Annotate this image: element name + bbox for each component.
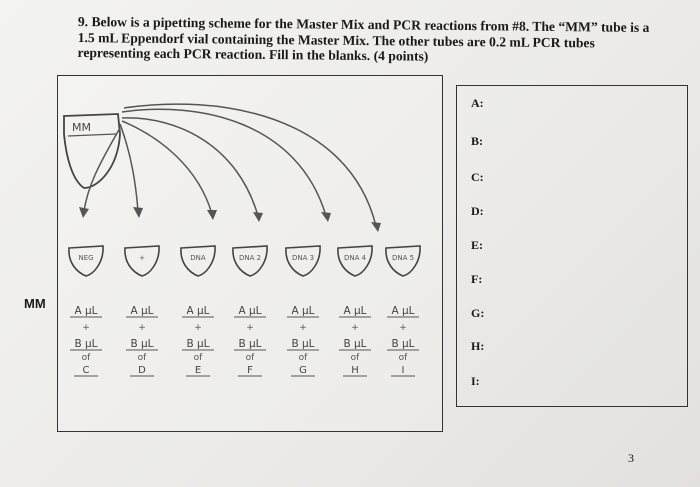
pcr-tube-label: DNA 5 <box>392 254 414 262</box>
arrow-5 <box>121 108 327 217</box>
arrow-2 <box>119 123 139 212</box>
of-label: of <box>399 353 409 363</box>
arrow-3 <box>121 120 213 215</box>
mm-tube: MM <box>63 113 121 189</box>
answer-label-3: D: <box>471 204 484 218</box>
of-label: of <box>299 353 309 363</box>
transfer-arrows <box>83 103 377 227</box>
reagent-letter: I <box>402 365 405 376</box>
volume-a-label: A µL <box>343 305 366 317</box>
reagent-letter: E <box>195 365 201 376</box>
pcr-tube-2: + A µL + B µL ofD <box>124 245 160 377</box>
pcr-tube-outline <box>337 245 373 277</box>
answer-label-8: I: <box>471 374 480 388</box>
volume-a-label: A µL <box>238 305 261 317</box>
plus-sign: + <box>194 323 202 333</box>
reagent-letter: H <box>351 365 359 376</box>
pcr-tube-1: NEG A µL + B µL ofC <box>68 245 104 377</box>
mm-tube-label: MM <box>72 121 91 134</box>
pcr-tube-label: DNA 2 <box>239 254 261 262</box>
pcr-tube-7: DNA 5 A µL + B µL ofI <box>385 245 421 377</box>
plus-sign: + <box>299 323 307 333</box>
reagent-letter: D <box>138 365 146 376</box>
pcr-tube-5: DNA 3 A µL + B µL ofG <box>285 245 321 377</box>
answer-label-1: B: <box>471 134 483 148</box>
of-label: of <box>138 353 148 363</box>
pcr-tube-label: DNA <box>190 254 206 262</box>
plus-sign: + <box>399 323 407 333</box>
of-label: of <box>194 353 204 363</box>
volume-b-label: B µL <box>74 338 97 350</box>
volume-b-label: B µL <box>238 338 261 350</box>
of-label: of <box>82 353 92 363</box>
pcr-tube-outline <box>68 245 104 277</box>
answer-label-2: C: <box>471 170 484 184</box>
reagent-letter: C <box>83 365 90 376</box>
answer-label-6: G: <box>471 306 485 320</box>
answer-box: A: B: C: D: E: F: G: H: I: <box>456 85 688 407</box>
reagent-letter: G <box>299 365 307 376</box>
question-text: 9. Below is a pipetting scheme for the M… <box>77 14 650 64</box>
diagram-drawing: MM NEG A µL + B µL ofC + A µL + B µL ofD DNA A µL + B… <box>63 103 421 377</box>
pcr-tube-label: NEG <box>78 254 93 262</box>
arrow-heads <box>79 207 381 232</box>
of-label: of <box>351 353 361 363</box>
volume-a-label: A µL <box>391 305 414 317</box>
answer-label-7: H: <box>471 339 485 353</box>
volume-b-label: B µL <box>186 338 209 350</box>
volume-b-label: B µL <box>343 338 366 350</box>
plus-sign: + <box>82 323 90 333</box>
answer-label-5: F: <box>471 272 483 286</box>
of-label: of <box>246 353 256 363</box>
pcr-tube-outline <box>385 245 421 277</box>
volume-a-label: A µL <box>291 305 314 317</box>
plus-sign: + <box>351 323 359 333</box>
pcr-tube-outline <box>232 245 268 277</box>
answer-label-4: E: <box>471 238 483 252</box>
pcr-tube-outline <box>124 245 160 277</box>
plus-sign: + <box>138 323 146 333</box>
plus-sign: + <box>246 323 254 333</box>
pcr-tubes: NEG A µL + B µL ofC + A µL + B µL ofD DNA A µL + B µL… <box>68 245 421 377</box>
volume-a-label: A µL <box>74 305 97 317</box>
mm-row-label: MM <box>24 296 46 311</box>
pcr-tube-outline <box>285 245 321 277</box>
volume-b-label: B µL <box>391 338 414 350</box>
pcr-tube-outline <box>180 245 216 277</box>
volume-a-label: A µL <box>130 305 153 317</box>
reagent-letter: F <box>247 365 253 376</box>
volume-b-label: B µL <box>130 338 153 350</box>
volume-b-label: B µL <box>291 338 314 350</box>
pcr-tube-6: DNA 4 A µL + B µL ofH <box>337 245 373 377</box>
pcr-tube-label: DNA 3 <box>292 254 314 262</box>
volume-a-label: A µL <box>186 305 209 317</box>
pcr-tube-4: DNA 2 A µL + B µL ofF <box>232 245 268 377</box>
pcr-tube-label: DNA 4 <box>344 254 367 262</box>
page-number: 3 <box>628 451 634 465</box>
pcr-tube-label: + <box>139 254 145 262</box>
arrow-6 <box>123 103 377 227</box>
pcr-tube-3: DNA A µL + B µL ofE <box>180 245 216 377</box>
arrow-4 <box>121 117 259 217</box>
answer-label-0: A: <box>471 96 484 110</box>
arrow-1 <box>83 127 121 212</box>
